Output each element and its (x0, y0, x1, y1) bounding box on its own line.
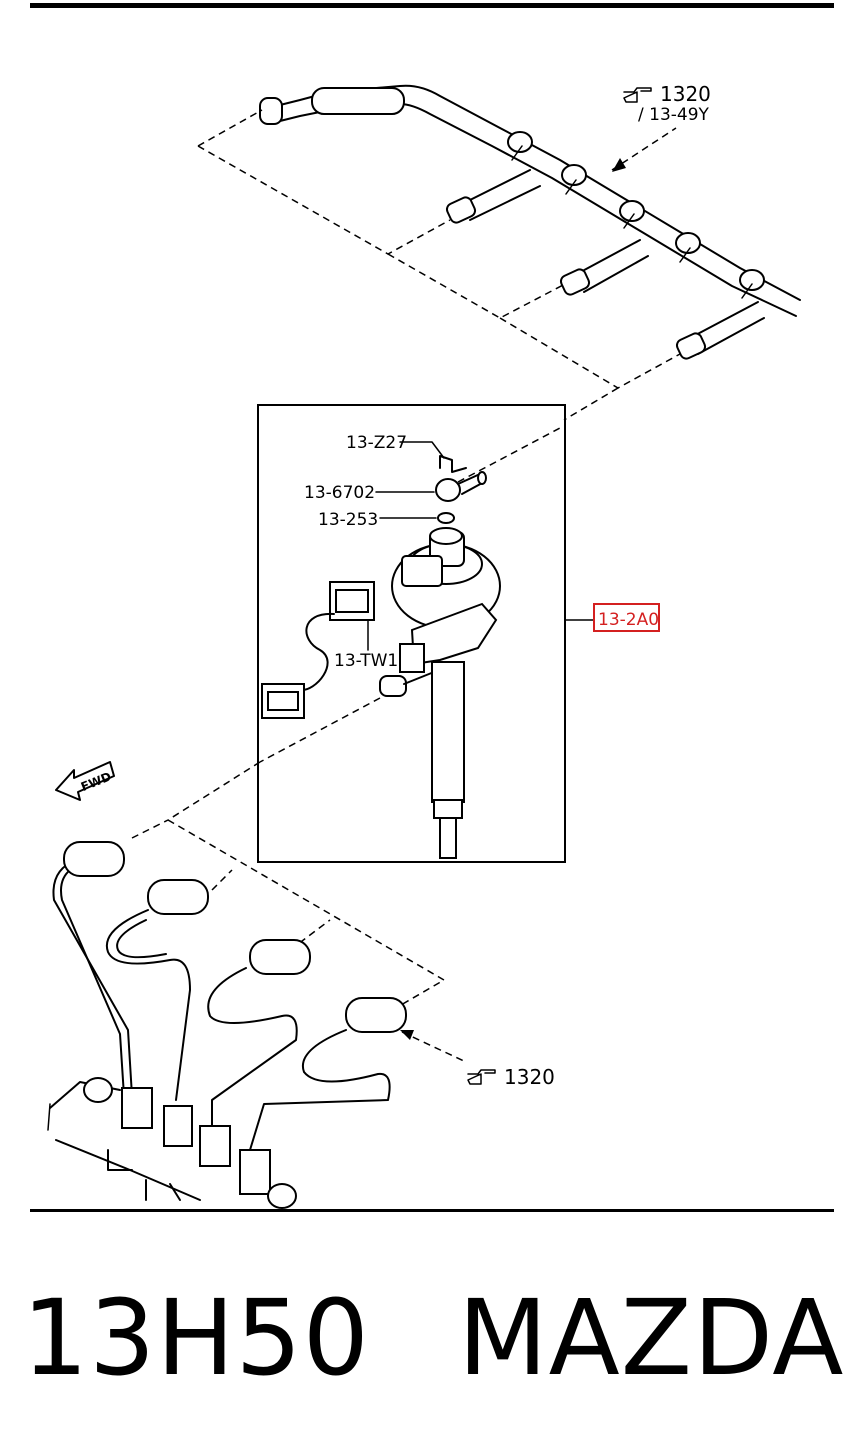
parts-diagram: 1320 / 13-49Y (47, 82, 801, 1209)
callout-13-2a0: 13-2A0 (598, 610, 659, 630)
hand-pointer-icon (467, 1069, 496, 1085)
injector-parts (261, 441, 595, 859)
hand-pointer-icon (623, 87, 652, 103)
callout-13-tw1: 13-TW1 (334, 651, 398, 671)
brand-name: MAZDA (457, 1277, 845, 1399)
bottom-rule (30, 1209, 834, 1212)
callout-13-253: 13-253 (318, 510, 378, 530)
fwd-arrow-icon: FWD (55, 761, 115, 801)
callout-1320-bottom: 1320 (504, 1065, 555, 1089)
injection-pipes (47, 819, 446, 1209)
diagram-code: 13H50 (22, 1277, 370, 1399)
ref-1320-bottom: 1320 (467, 1065, 555, 1089)
callout-13-z27: 13-Z27 (346, 433, 407, 453)
part-13-2a0-highlight[interactable]: 13-2A0 (593, 603, 660, 632)
return-hose-assembly (259, 84, 801, 360)
callout-13-6702: 13-6702 (304, 483, 375, 503)
callout-1320-top: 1320 (660, 82, 711, 106)
injector-inset-frame (257, 404, 566, 863)
top-rule (30, 3, 834, 8)
ref-1320-top: 1320 (623, 82, 711, 106)
callout-13-49y: / 13-49Y (638, 105, 710, 125)
footer-caption: 13H50 MAZDA (22, 1277, 845, 1399)
